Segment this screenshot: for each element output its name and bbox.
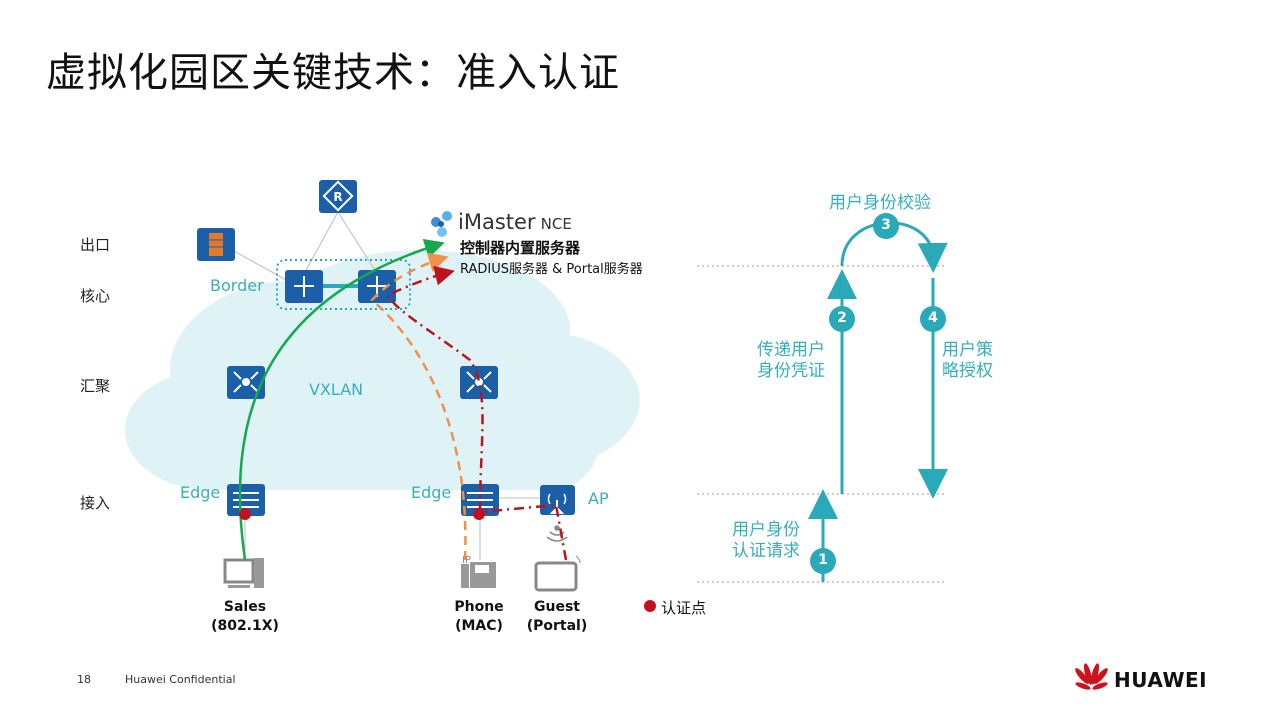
step-2-label-line2: 身份凭证 [757,361,825,381]
controller-title: iMaster NCE [458,210,572,234]
controller-subtitle: 控制器内置服务器 [460,239,581,257]
pc-terminal-icon[interactable] [223,558,264,588]
layer-label-access: 接入 [80,494,111,512]
border-switch-left-icon[interactable] [285,270,323,303]
imaster-logo-icon [431,211,452,237]
wifi-signal-icon [546,525,568,542]
huawei-logo-icon [1075,663,1108,690]
step-badge-4 [920,306,946,332]
step-badge-3 [873,213,899,239]
step-badge-1 [810,548,836,574]
step-4-label-line1: 用户策 [942,340,993,360]
step-2-label-line1: 传递用户 [757,340,825,360]
step-2-number: 2 [837,310,847,326]
auth-point-right [473,508,485,520]
svg-text:IP: IP [462,555,471,566]
layer-label-core: 核心 [80,287,111,305]
step-1-label-line2: 认证请求 [732,541,800,561]
legend-auth-point-dot [644,600,656,612]
page-title: 虚拟化园区关键技术：准入认证 [46,50,620,96]
edge-right-label: Edge [411,483,452,502]
border-group-outline [276,259,411,310]
ip-phone-icon[interactable]: IP [461,555,496,588]
terminal-label-phone: Phone (MAC) [439,598,519,636]
router-icon[interactable]: R [319,180,357,213]
step-1-label: 用户身份 认证请求 [732,520,800,562]
flow-mac [370,252,467,561]
controller-brand: iMaster [458,210,536,234]
ap-label: AP [588,489,609,508]
svg-text:R: R [333,190,342,204]
auth-point-left [239,508,251,520]
terminal-label-guest: Guest (Portal) [517,598,597,636]
step-badge-2 [829,306,855,332]
terminal-guest-method: (Portal) [526,618,588,634]
edge-switch-right-icon[interactable] [461,484,499,516]
controller-servers: RADIUS服务器 & Portal服务器 [460,262,643,277]
legend-auth-point-label: 认证点 [661,599,707,617]
step-2-label: 传递用户 身份凭证 [757,340,825,382]
confidential-label: Huawei Confidential [125,673,236,686]
aggregation-switch-left-icon[interactable] [227,366,265,399]
terminal-phone-method: (MAC) [455,618,503,634]
edge-left-label: Edge [180,483,221,502]
controller-product: NCE [540,215,572,233]
terminal-guest-name: Guest [534,599,580,615]
step-1-label-line1: 用户身份 [732,520,800,540]
border-label: Border [210,276,264,295]
aggregation-switch-right-icon[interactable] [460,366,498,399]
tablet-terminal-icon[interactable] [534,555,581,592]
firewall-icon[interactable] [197,228,235,261]
edge-switch-left-icon[interactable] [227,484,265,516]
terminal-label-sales: Sales (802.1X) [205,598,285,636]
terminal-sales-name: Sales [223,599,267,615]
layer-label-egress: 出口 [80,236,111,254]
layer-label-aggregation: 汇聚 [80,377,111,395]
huawei-logo-text: HUAWEI [1114,668,1208,692]
page-number: 18 [77,673,91,686]
step-4-number: 4 [928,310,938,326]
terminal-sales-method: (802.1X) [211,618,279,634]
step-4-label: 用户策 略授权 [942,340,993,382]
vxlan-label: VXLAN [309,380,364,399]
flow-802-1x [238,238,445,561]
step-3-label: 用户身份校验 [829,193,931,213]
step-4-label-line2: 略授权 [942,361,993,381]
step-3-number: 3 [881,217,891,233]
terminal-phone-name: Phone [454,599,504,615]
step-1-number: 1 [818,552,828,568]
